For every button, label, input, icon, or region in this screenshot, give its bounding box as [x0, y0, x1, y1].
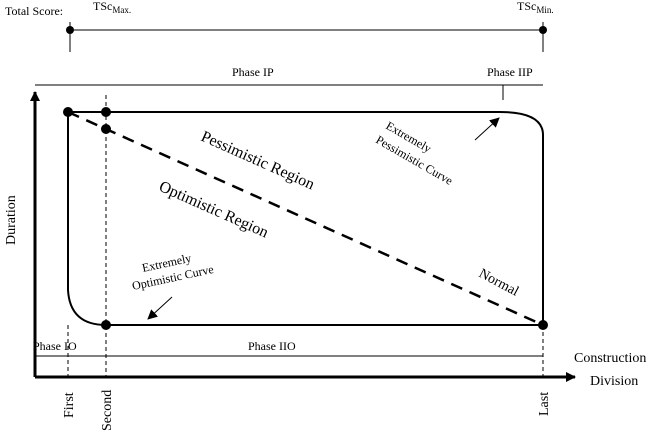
normal-line: [67, 110, 544, 327]
phase-iio-label: Phase IIO: [248, 339, 296, 353]
ext-pess-arrow: [474, 117, 500, 141]
x-tick-first: First: [62, 392, 77, 418]
point-last-bottom: [538, 320, 548, 330]
tsc-max-sub: Max.: [112, 5, 131, 15]
ext-opt-arrow: [147, 296, 173, 320]
total-score-label: Total Score:: [5, 4, 63, 18]
pessimistic-region-label: Pessimistic Region: [198, 128, 317, 193]
total-score-min-dot: [539, 26, 547, 34]
tsc-max-label: TScMax.: [93, 0, 131, 15]
y-axis-label: Duration: [4, 195, 19, 245]
x-tick-second: Second: [100, 390, 115, 431]
normal-label: Normal: [476, 266, 521, 299]
total-score-max-dot: [66, 26, 74, 34]
point-second-bottom: [101, 320, 111, 330]
tsc-min-label: TScMin.: [517, 0, 554, 15]
x-axis-label-line1: Construction: [574, 351, 646, 366]
point-first-top: [63, 107, 73, 117]
phase-io-label: Phase IO: [33, 339, 77, 353]
point-second-mid: [101, 124, 111, 134]
phase-ip-label: Phase IP: [232, 65, 274, 79]
point-second-top: [101, 107, 111, 117]
phase-iip-label: Phase IIP: [487, 65, 533, 79]
tsc-min-sub: Min.: [536, 5, 553, 15]
envelope-boundary: [67, 111, 544, 326]
optimistic-region-label: Optimistic Region: [156, 178, 271, 241]
x-tick-last: Last: [537, 392, 552, 416]
x-axis-label-line2: Division: [590, 374, 638, 389]
